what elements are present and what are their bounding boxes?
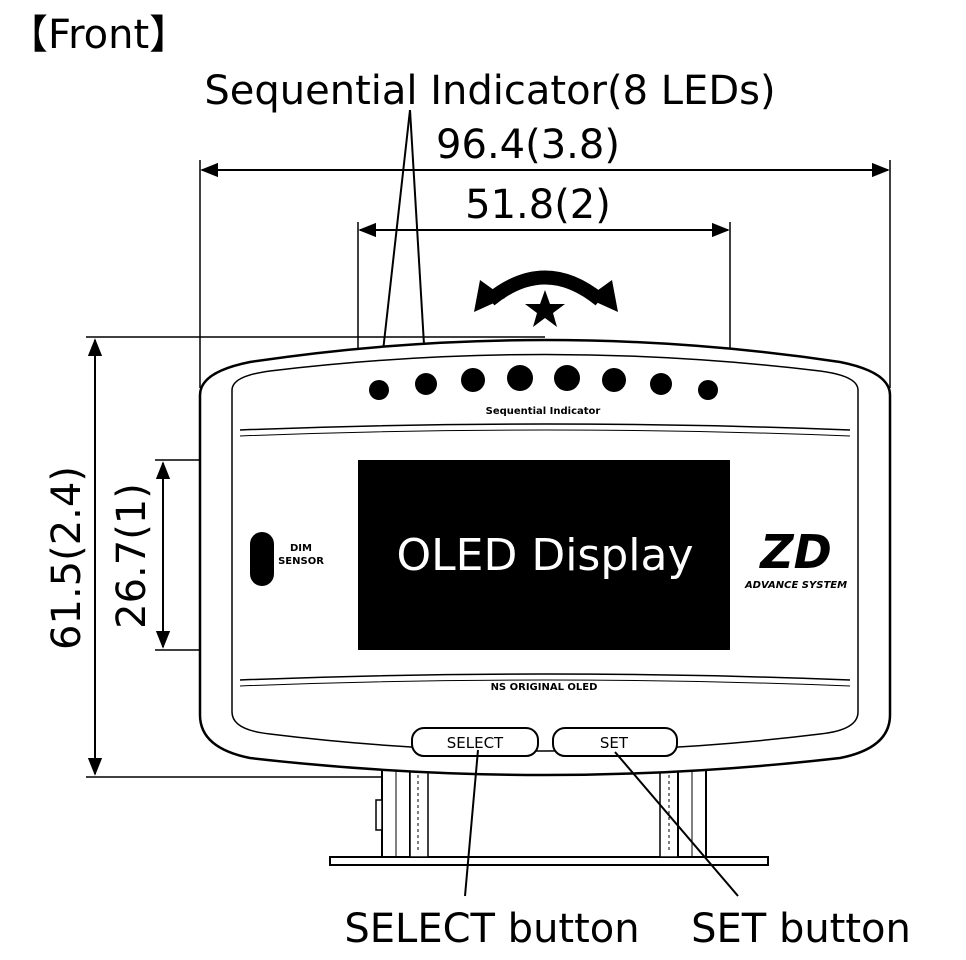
led-3 <box>461 368 485 392</box>
led-7 <box>650 373 672 395</box>
callout-leader-led1 <box>379 109 411 379</box>
set-button[interactable]: SET <box>552 727 678 757</box>
dim-sensor-label-line2: SENSOR <box>278 556 324 567</box>
led-4 <box>507 365 533 391</box>
sequential-indicator-leds <box>369 365 718 400</box>
brand-logo: ZD <box>758 525 832 579</box>
overall-width-label: 96.4(3.8) <box>436 122 620 168</box>
view-label: 【Front】 <box>8 12 189 58</box>
select-button[interactable]: SELECT <box>411 727 539 757</box>
oled-display <box>358 460 730 650</box>
overall-height-label: 61.5(2.4) <box>44 466 90 650</box>
set-button-label: SET <box>600 734 629 752</box>
indicator-caption: Sequential Indicator <box>486 406 601 417</box>
sequential-indicator-callout: Sequential Indicator(8 LEDs) <box>204 68 775 114</box>
led-5 <box>554 365 580 391</box>
sweep-arrow-icon <box>474 270 618 312</box>
brand-logo-subtitle: ADVANCE SYSTEM <box>744 580 847 591</box>
led-8 <box>698 380 718 400</box>
led-1 <box>369 380 389 400</box>
mount-bracket <box>329 756 769 866</box>
upper-divider <box>239 423 851 431</box>
lower-divider <box>239 673 851 681</box>
display-width-label: 51.8(2) <box>465 182 611 228</box>
select-button-callout: SELECT button <box>344 906 639 952</box>
callout-leader-led2 <box>409 109 427 379</box>
select-button-label: SELECT <box>447 734 504 752</box>
set-callout-leader <box>614 751 739 897</box>
set-button-callout: SET button <box>691 906 911 952</box>
dim-sensor-icon <box>250 532 274 586</box>
device-bezel <box>231 353 859 752</box>
star-icon <box>525 290 565 327</box>
select-callout-leader <box>464 749 479 897</box>
led-6 <box>602 368 626 392</box>
oled-caption: NS ORIGINAL OLED <box>491 682 598 693</box>
display-height-label: 26.7(1) <box>109 483 155 629</box>
led-2 <box>415 373 437 395</box>
dim-sensor-label-line1: DIM <box>290 543 312 554</box>
oled-display-text: OLED Display <box>397 530 694 581</box>
